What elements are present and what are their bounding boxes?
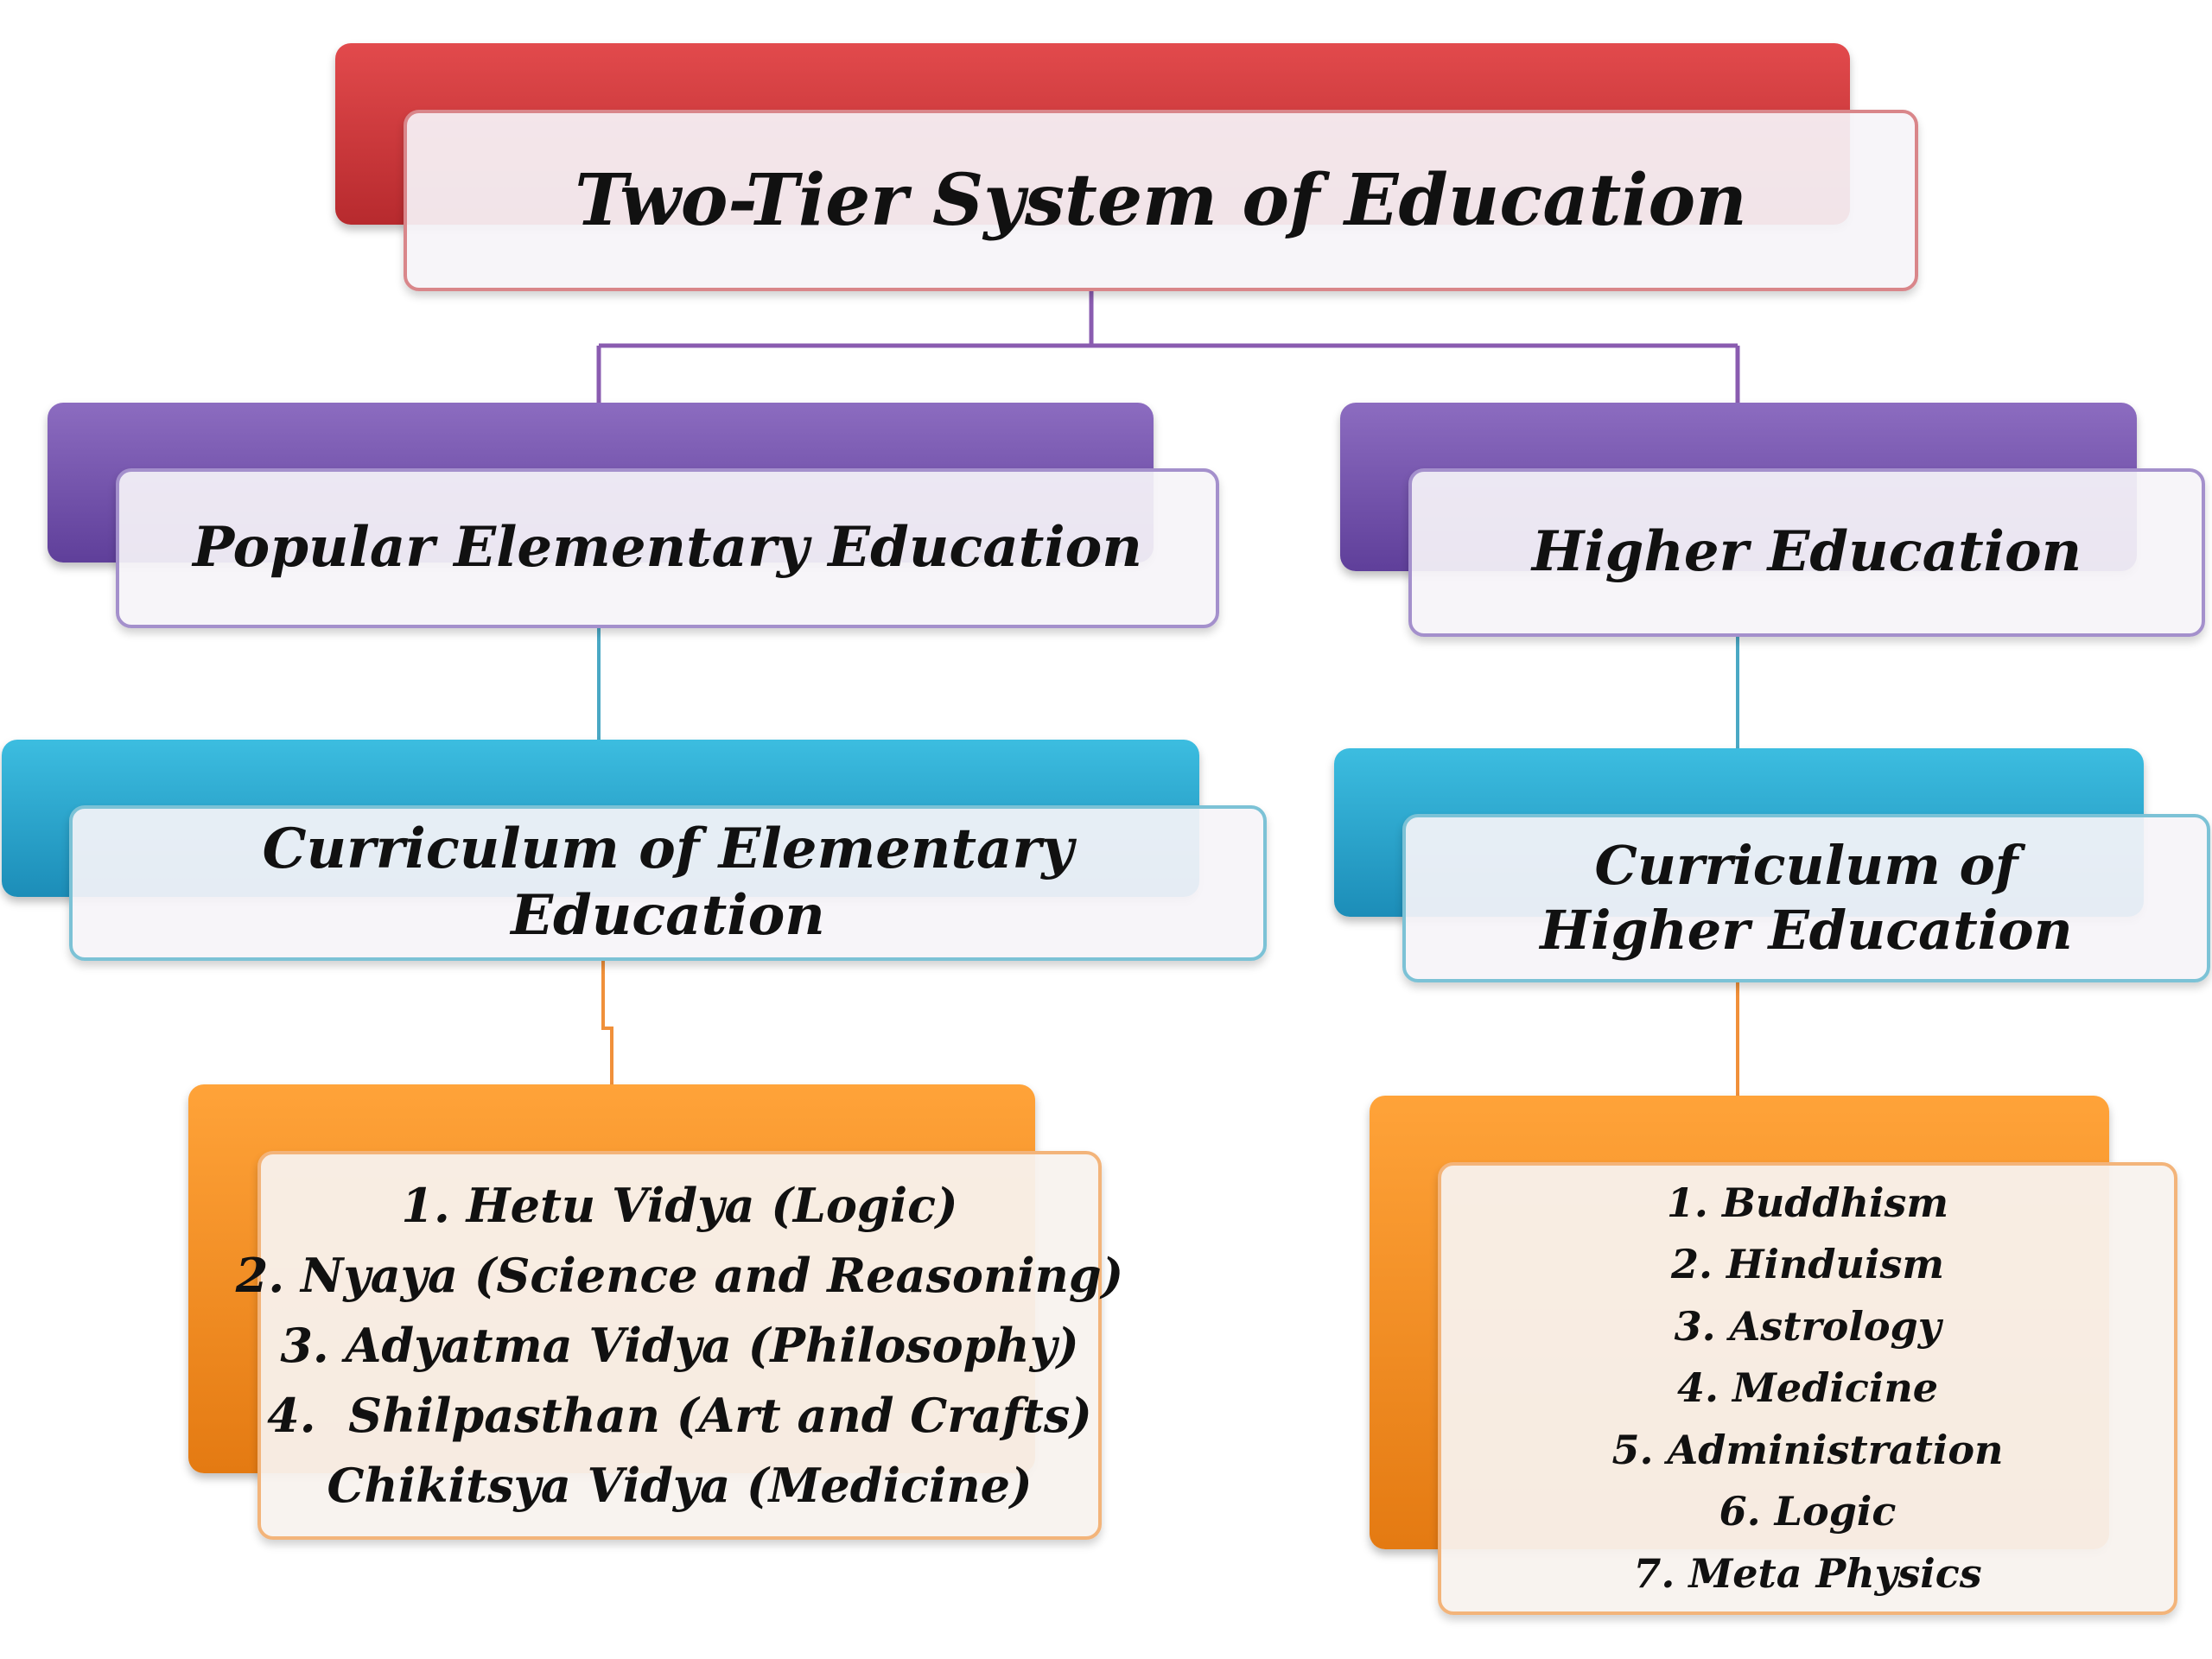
list-item: 1. Buddhism: [1666, 1179, 1949, 1226]
list-item: 4. Medicine: [1676, 1364, 1939, 1412]
higher-curriculum-label: Curriculum of Higher Education: [1540, 834, 2073, 962]
elementary-curriculum-label: Curriculum of Elementary Education: [262, 817, 1074, 948]
elementary-education-node: Popular Elementary Education: [116, 468, 1219, 628]
list-item: 6. Logic: [1719, 1488, 1897, 1535]
elementary-curriculum-node: Curriculum of Elementary Education: [69, 805, 1267, 961]
list-item: 3. Adyatma Vidya (Philosophy): [280, 1317, 1079, 1373]
higher-subjects-list: 1. Buddhism 2. Hinduism 3. Astrology 4. …: [1438, 1162, 2177, 1615]
higher-curriculum-node: Curriculum of Higher Education: [1402, 814, 2210, 982]
list-item: 2. Hinduism: [1670, 1241, 1945, 1288]
list-item: 2. Nyaya (Science and Reasoning): [235, 1247, 1124, 1303]
connector-left-level3-to-level4: [601, 961, 613, 1084]
root-node: Two-Tier System of Education: [404, 110, 1918, 291]
list-item: 1. Hetu Vidya (Logic): [401, 1177, 958, 1233]
higher-education-node: Higher Education: [1408, 468, 2205, 637]
elementary-education-label: Popular Elementary Education: [193, 515, 1142, 581]
higher-education-label: Higher Education: [1531, 519, 2082, 585]
list-item: Chikitsya Vidya (Medicine): [327, 1457, 1033, 1513]
list-item: 5. Administration: [1611, 1426, 2004, 1473]
root-node-label: Two-Tier System of Education: [575, 158, 1747, 242]
elementary-subjects-list: 1. Hetu Vidya (Logic) 2. Nyaya (Science …: [236, 1151, 1123, 1540]
list-item: 7. Meta Physics: [1633, 1549, 1982, 1597]
list-item: 4. Shilpasthan (Art and Crafts): [267, 1387, 1092, 1443]
list-item: 3. Astrology: [1674, 1302, 1942, 1350]
connector-root-to-branches: [596, 291, 1740, 403]
